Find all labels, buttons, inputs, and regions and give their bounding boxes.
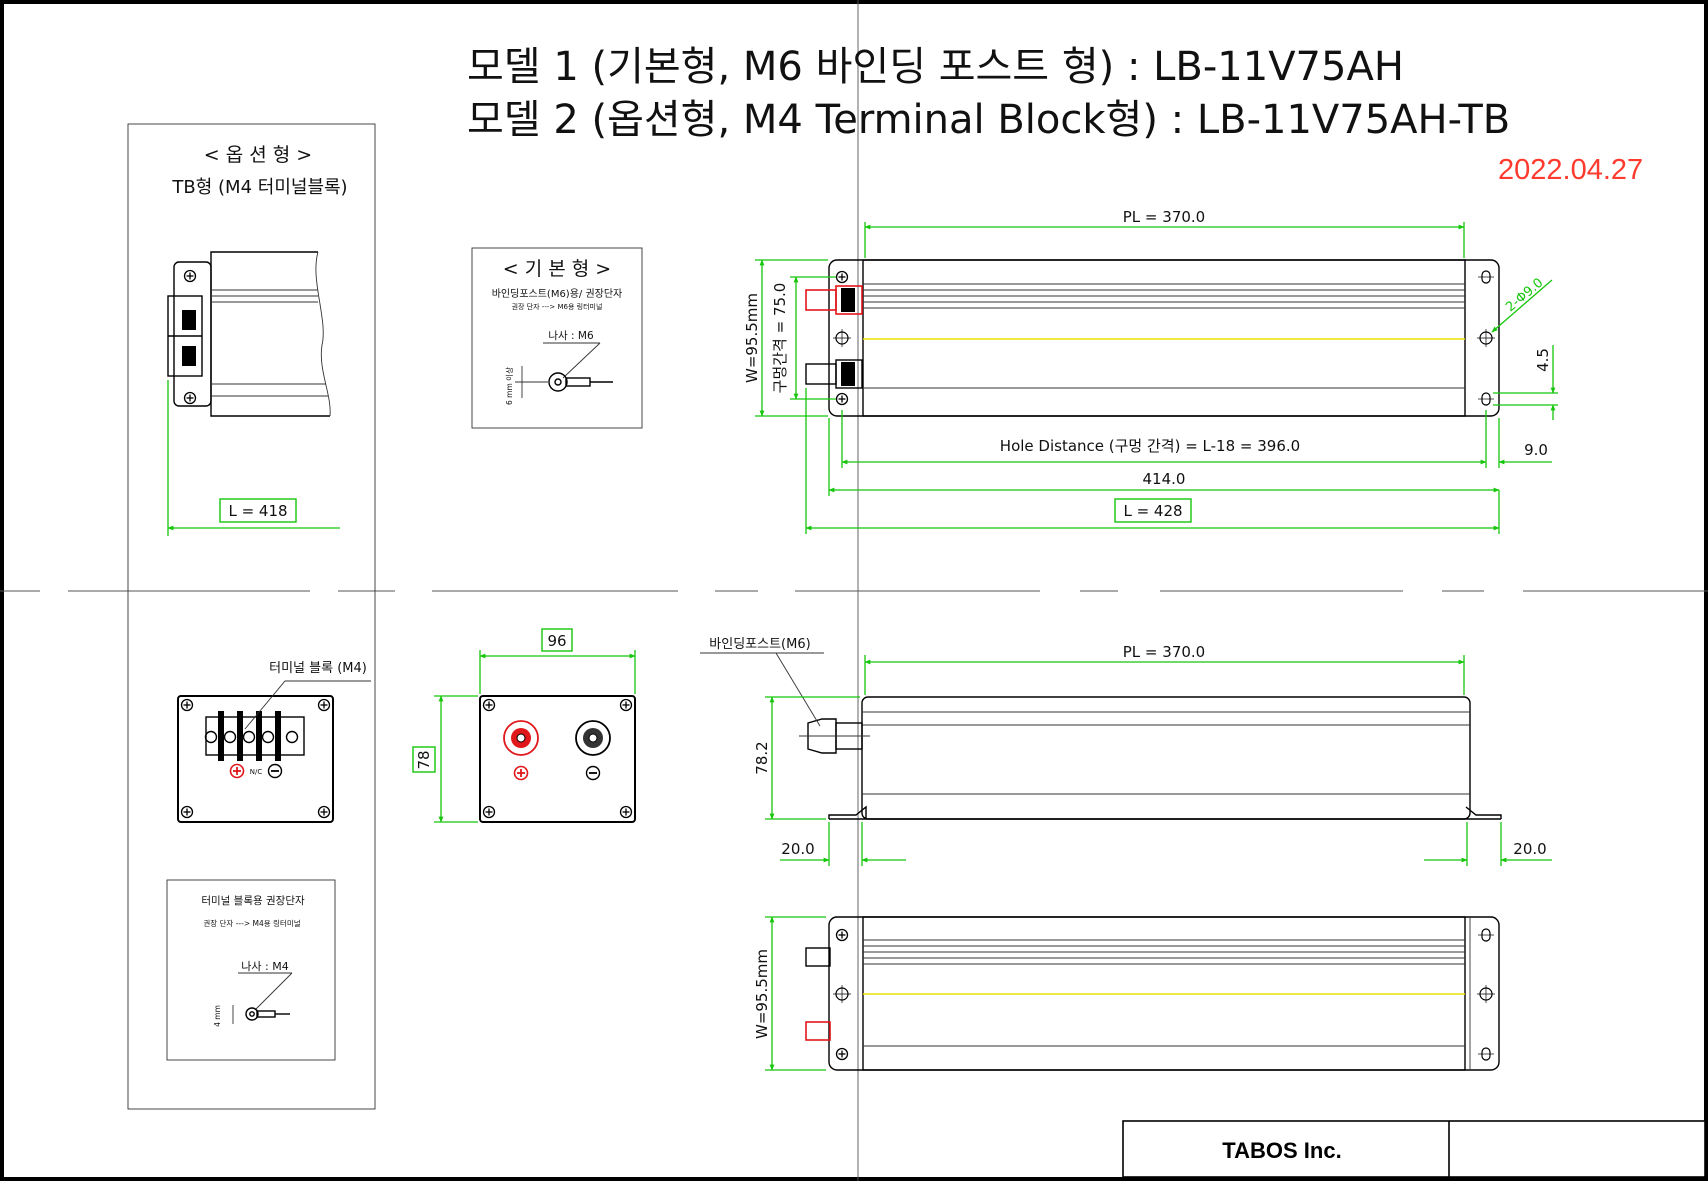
end-view-dimensions: 96 78	[412, 628, 636, 823]
company-name: TABOS Inc.	[1222, 1138, 1341, 1163]
hole-distance-label: Hole Distance (구멍 간격) = L-18 = 396.0	[1000, 437, 1300, 455]
end-height-label: 78	[415, 750, 433, 769]
basic-terminal-size: 6 mm 이상	[504, 367, 514, 405]
tb-terminal-box: 터미널 블록용 권장단자 권장 단자 ---> M4용 링터미널 나사 : M4…	[166, 879, 336, 1061]
tb-top-detail	[167, 251, 331, 417]
option-panel	[127, 123, 376, 1110]
option-heading: < 옵 션 형 >	[204, 144, 312, 166]
model2-title: 모델 2 (옵션형, M4 Terminal Block형) : LB-11V7…	[467, 97, 1510, 143]
tb-length-label: L = 418	[228, 502, 287, 520]
bottom-view-dimensions: W=95.5mm	[753, 916, 826, 1071]
side-view: 바인딩포스트(M6)	[700, 637, 1502, 820]
end-view	[479, 695, 636, 823]
overall-length-label: L = 428	[1123, 502, 1182, 520]
binding-post-label: 바인딩포스트(M6)	[709, 637, 810, 652]
flange-length-label: 414.0	[1143, 470, 1186, 488]
tb-terminal-title: 터미널 블록용 권장단자	[201, 895, 305, 907]
end-width-label: 96	[547, 632, 566, 650]
terminal-block-end-view: N/C 터미널 블록 (M4)	[177, 661, 371, 823]
tb-terminal-size: 4 mm	[213, 1005, 222, 1027]
option-subheading: TB형 (M4 터미널블록)	[171, 177, 347, 198]
title-block: TABOS Inc.	[1122, 1120, 1706, 1178]
top-pl-label: PL = 370.0	[1123, 208, 1205, 226]
top-width-label: W=95.5mm	[743, 293, 761, 383]
basic-terminal-box: < 기 본 형 > 바인딩포스트(M6)용/ 권장단자 권장 단자 ---> M…	[471, 247, 643, 429]
foot-right-label: 20.0	[1513, 840, 1546, 858]
top-hole-spacing-label: 구멍간격 = 75.0	[771, 283, 789, 394]
foot-left-label: 20.0	[781, 840, 814, 858]
terminal-block-label: 터미널 블록 (M4)	[269, 661, 367, 676]
slot-dimension-label: 4.5	[1534, 348, 1552, 372]
bottom-view	[805, 916, 1500, 1071]
side-height-label: 78.2	[753, 741, 771, 774]
model1-title: 모델 1 (기본형, M6 바인딩 포스트 형) : LB-11V75AH	[467, 44, 1404, 90]
basic-terminal-note: 권장 단자 ---> M6용 링터미널	[512, 302, 603, 311]
top-view	[805, 259, 1500, 417]
top-view-dimensions: PL = 370.0 W=95.5mm 구멍간격 = 75.0 2-Φ9.0 4…	[743, 208, 1558, 534]
polarity-mid-label: N/C	[250, 768, 263, 776]
tb-length-dimension: L = 418	[167, 380, 340, 536]
basic-terminal-title: 바인딩포스트(M6)용/ 권장단자	[492, 288, 623, 300]
hole-diameter-label: 2-Φ9.0	[1503, 275, 1546, 315]
side-pl-label: PL = 370.0	[1123, 643, 1205, 661]
revision-date: 2022.04.27	[1498, 154, 1643, 186]
basic-terminal-screw: 나사 : M6	[548, 330, 594, 342]
bottom-width-label: W=95.5mm	[753, 949, 771, 1039]
edge-dimension-label: 9.0	[1524, 441, 1548, 459]
tb-terminal-screw: 나사 : M4	[241, 960, 288, 973]
side-view-dimensions: PL = 370.0 78.2 20.0 20.0	[753, 643, 1552, 866]
tb-terminal-note: 권장 단자 ---> M4용 링터미널	[203, 918, 300, 928]
basic-heading: < 기 본 형 >	[503, 258, 611, 280]
